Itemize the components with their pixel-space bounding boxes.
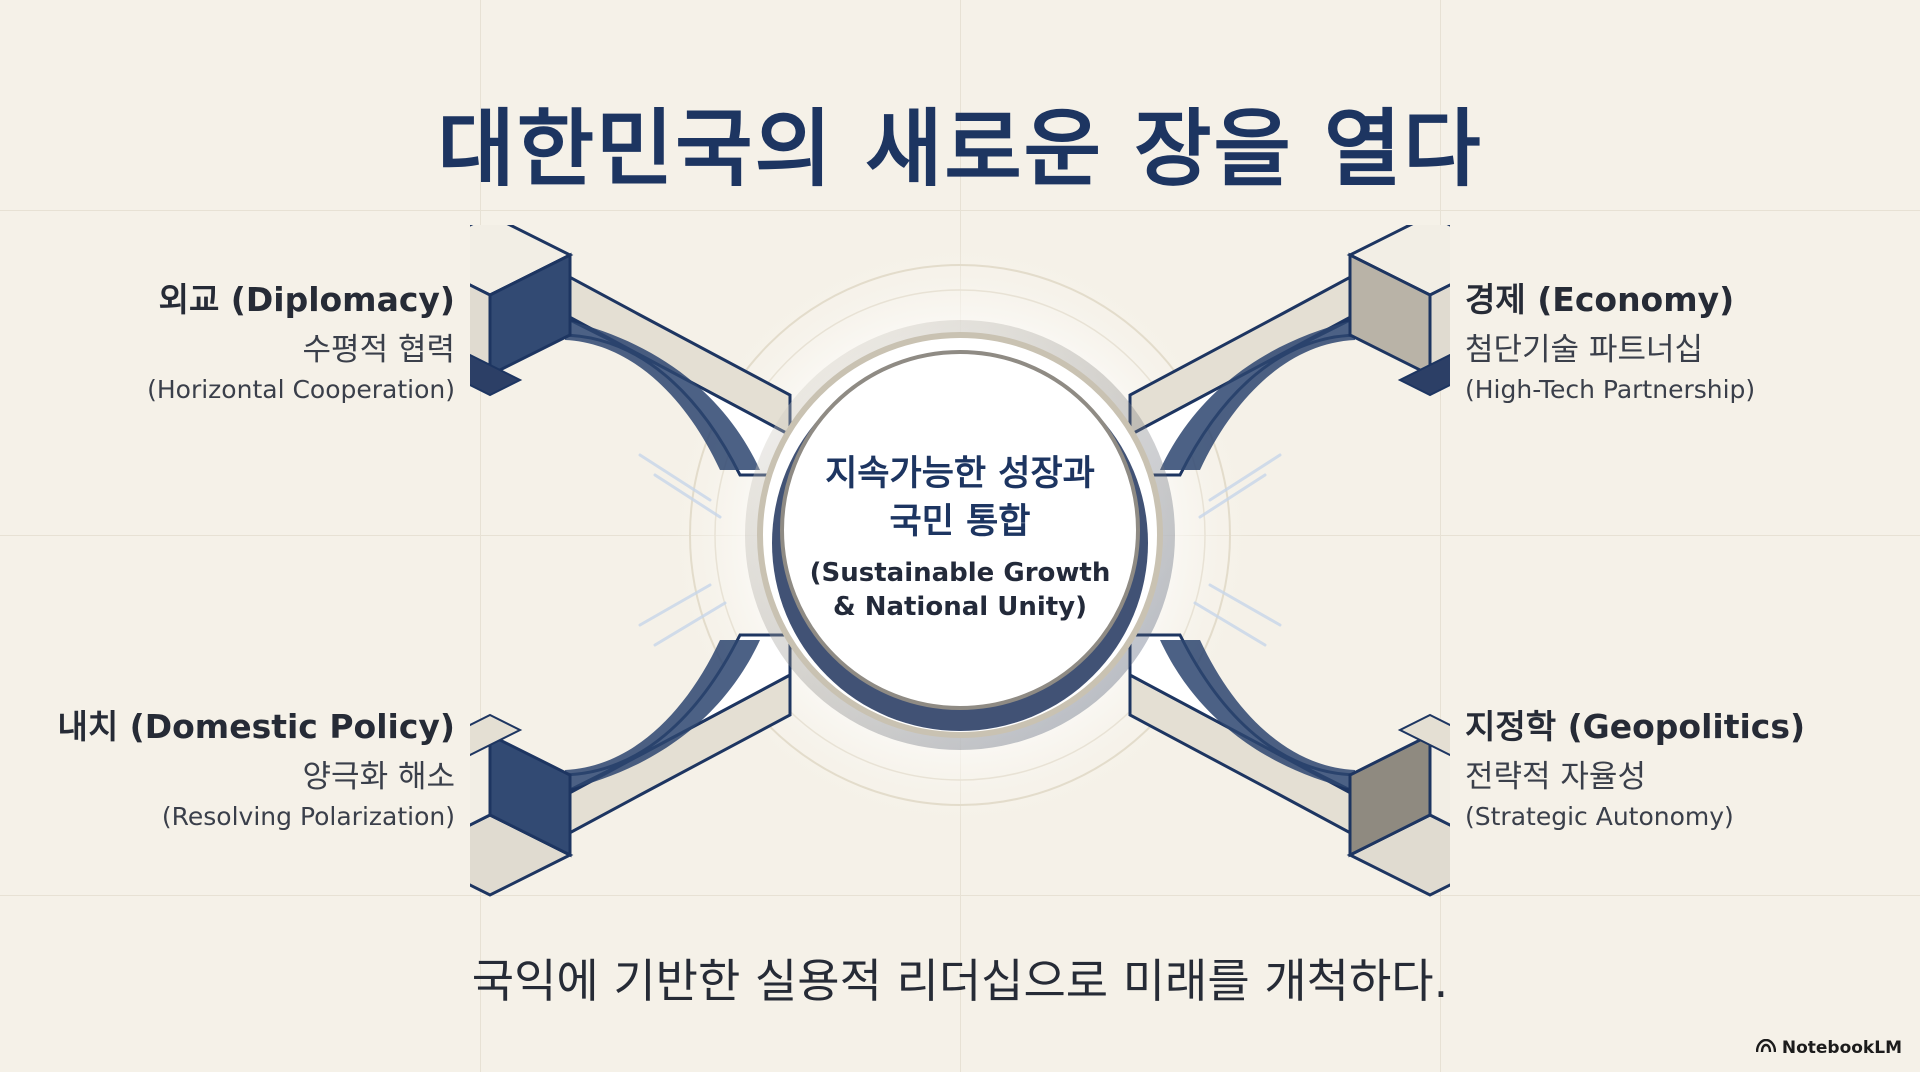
center-subtitle-line2: & National Unity) (832, 592, 1088, 622)
label-subtitle-en: (Horizontal Cooperation) (147, 375, 455, 404)
label-economy: 경제 (Economy) 첨단기술 파트너십 (High-Tech Partne… (1465, 278, 1905, 406)
grid-line (0, 895, 1920, 896)
halo-ring (714, 289, 1206, 781)
label-geopolitics: 지정학 (Geopolitics) 전략적 자율성 (Strategic Aut… (1465, 705, 1905, 833)
center-subtitle: (Sustainable Growth & National Unity) (760, 556, 1160, 624)
label-diplomacy: 외교 (Diplomacy) 수평적 협력 (Horizontal Cooper… (15, 278, 455, 406)
brand-name: NotebookLM (1781, 1038, 1902, 1058)
grid-line (1440, 0, 1441, 1072)
halo-ring (689, 264, 1231, 806)
notebooklm-logo-icon (1755, 1038, 1777, 1058)
label-subtitle-en: (High-Tech Partnership) (1465, 375, 1756, 404)
tagline: 국익에 기반한 실용적 리더십으로 미래를 개척하다. (471, 954, 1449, 1008)
pillar-block (470, 225, 574, 397)
label-domestic-policy: 내치 (Domestic Policy) 양극화 해소 (Resolving P… (15, 705, 455, 833)
label-subtitle-ko: 전략적 자율성 (1465, 759, 1646, 795)
page-title: 대한민국의 새로운 장을 열다 (437, 100, 1483, 198)
label-subtitle-ko: 수평적 협력 (302, 332, 455, 368)
label-subtitle-en: (Strategic Autonomy) (1465, 802, 1734, 831)
center-hub (745, 320, 1175, 750)
label-heading: 경제 (Economy) (1465, 280, 1735, 319)
bridge-bottom-right (1128, 633, 1450, 897)
bridge-top-left (470, 225, 792, 477)
center-subtitle-line1: (Sustainable Growth (809, 558, 1111, 588)
label-subtitle-ko: 양극화 해소 (302, 759, 455, 795)
center-title-line2: 국민 통합 (889, 502, 1031, 542)
label-subtitle-ko: 첨단기술 파트너십 (1465, 332, 1704, 368)
center-title-line1: 지속가능한 성장과 (825, 454, 1095, 494)
grid-line (480, 0, 481, 1072)
light-streaks (638, 453, 1282, 647)
label-heading: 지정학 (Geopolitics) (1465, 707, 1806, 746)
label-subtitle-en: (Resolving Polarization) (161, 802, 455, 831)
bridge-diagram (470, 225, 1450, 897)
grid-line (0, 210, 1920, 211)
label-heading: 외교 (Diplomacy) (158, 280, 455, 319)
bridge-bottom-left (470, 633, 792, 897)
center-message: 지속가능한 성장과 국민 통합 (Sustainable Growth & Na… (760, 450, 1160, 624)
label-heading: 내치 (Domestic Policy) (57, 707, 455, 746)
brand-watermark: NotebookLM (1755, 1038, 1902, 1058)
